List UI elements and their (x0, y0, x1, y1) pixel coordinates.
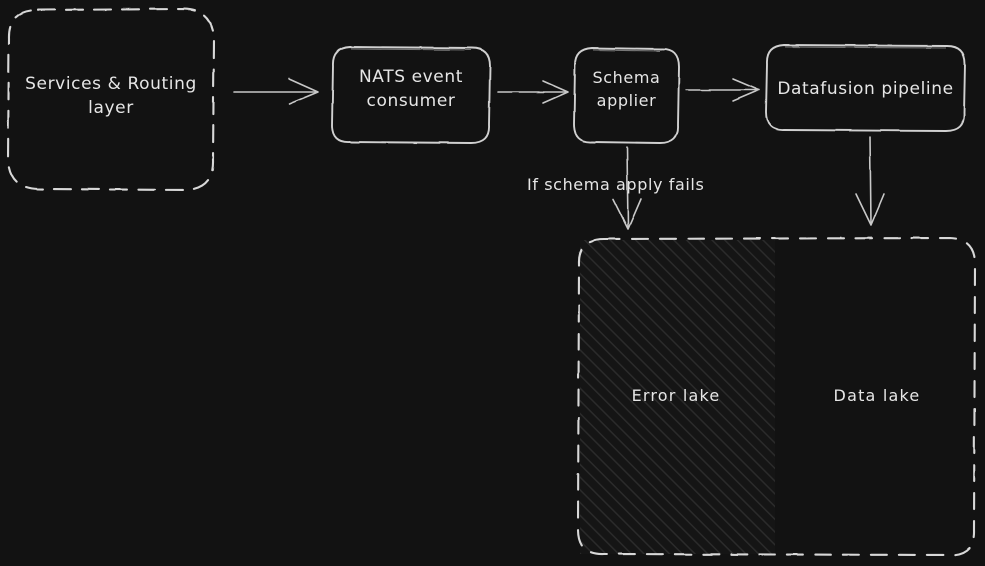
arrow-services-to-nats[interactable] (233, 78, 319, 105)
node-services-routing-layer[interactable] (6, 7, 216, 192)
node-schema-applier-hit[interactable] (574, 48, 679, 143)
panel-data-lake-hit[interactable] (775, 238, 975, 555)
node-nats-event-consumer[interactable] (331, 46, 491, 144)
arrow-datafusion-to-data-lake[interactable] (855, 136, 885, 226)
node-nats-event-consumer-hit[interactable] (332, 47, 490, 143)
panel-error-lake-hit[interactable] (578, 238, 775, 555)
arrow-schema-to-error-lake[interactable] (612, 146, 642, 230)
arrow-nats-to-schema[interactable] (497, 80, 569, 104)
node-schema-applier[interactable] (573, 47, 680, 144)
lakes-container-border[interactable] (576, 236, 977, 557)
panel-error-lake-fill (580, 240, 775, 554)
arrow-schema-to-datafusion[interactable] (685, 78, 760, 102)
panel-label-data-lake: Data lake (833, 386, 921, 405)
panel-data-lake-fill (775, 240, 974, 554)
node-datafusion-pipeline-hit[interactable] (766, 45, 965, 131)
edge-label-if-schema-apply-fails: If schema apply fails (527, 175, 705, 194)
panel-label-error-lake: Error lake (631, 386, 721, 405)
node-datafusion-pipeline[interactable] (765, 44, 966, 132)
node-services-routing-layer-hit[interactable] (8, 9, 214, 190)
